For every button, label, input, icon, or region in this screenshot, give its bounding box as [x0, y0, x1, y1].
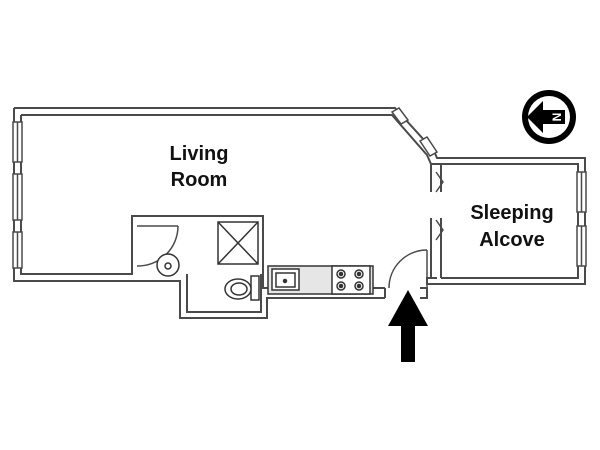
- windows-right: [576, 171, 587, 267]
- windows-diagonal: [390, 107, 439, 157]
- bathroom-fixtures: [156, 221, 260, 301]
- sleeping-alcove-label-line2: Alcove: [479, 229, 545, 251]
- toilet-tank: [250, 275, 260, 301]
- living-room-label-line2: Room: [171, 169, 228, 191]
- entry-door: [388, 249, 428, 289]
- windows-left: [12, 121, 23, 269]
- arrow-icon: [388, 290, 428, 362]
- living-room-label-line1: Living: [170, 143, 229, 165]
- wall-bathroom: [186, 274, 262, 313]
- door-swing: [388, 249, 428, 289]
- window: [390, 107, 410, 125]
- wall-door-right: [420, 287, 428, 299]
- sleeping-alcove-label-line1: Sleeping: [470, 202, 553, 224]
- stove: [331, 265, 371, 295]
- bifold-door: [435, 171, 444, 241]
- compass: N: [522, 90, 576, 144]
- compass-north-label: N: [550, 113, 564, 122]
- compass-arrow-icon: [527, 101, 565, 133]
- kitchen-counter: [267, 265, 374, 295]
- entrance-arrow: [388, 290, 428, 362]
- window: [418, 136, 439, 157]
